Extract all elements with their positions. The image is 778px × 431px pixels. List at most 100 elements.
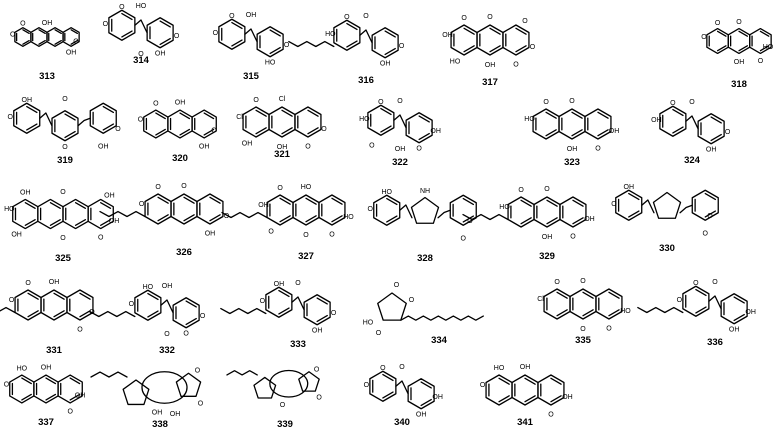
atom-label: O — [480, 382, 486, 389]
ring-benzene — [569, 288, 597, 320]
linker-bond — [395, 380, 409, 395]
compound-label: 318 — [731, 79, 747, 90]
atom-label: O — [543, 99, 549, 106]
atom-label: O — [409, 297, 415, 304]
atom-label: OH — [745, 309, 756, 316]
compound-label: 321 — [274, 149, 291, 160]
double-bond — [102, 105, 115, 114]
alkyl-chain — [0, 306, 16, 314]
ring-benzene — [559, 196, 587, 228]
atom-label: O — [677, 297, 683, 304]
compound-label: 335 — [575, 335, 592, 346]
atom-label: HO — [301, 184, 312, 191]
double-bond — [74, 219, 87, 226]
double-bond — [710, 116, 722, 124]
atom-label: O — [611, 201, 617, 208]
double-bond — [672, 108, 684, 117]
ring-benzene — [87, 198, 114, 230]
atom-label: OH — [562, 394, 573, 401]
atom-label: OH — [242, 140, 253, 147]
double-bond — [489, 45, 501, 53]
ring-benzene — [33, 374, 59, 404]
atom-label: OH — [175, 100, 186, 107]
ring-benzene — [170, 193, 198, 225]
ring-five — [175, 372, 202, 397]
ring-benzene — [584, 108, 612, 140]
atom-label: HO — [763, 44, 774, 51]
linker-bond — [708, 295, 722, 310]
double-bond — [346, 40, 358, 48]
linker-bond — [291, 296, 305, 311]
ring-benzene — [294, 106, 322, 138]
double-bond — [203, 128, 215, 136]
atom-label: OH — [432, 394, 443, 401]
atom-label: OH — [155, 50, 166, 57]
compound-label: 339 — [277, 419, 293, 430]
atom-label: Cl — [537, 296, 544, 303]
double-bond — [38, 29, 46, 35]
ring-benzene — [511, 374, 539, 406]
ring-five — [253, 376, 277, 399]
atom-label: O — [701, 34, 707, 41]
atom-label: O — [368, 206, 374, 213]
ring-benzene — [615, 189, 643, 221]
atom-label: O — [268, 228, 274, 235]
double-bond — [716, 45, 727, 52]
atom-label: O — [380, 365, 386, 372]
double-bond — [498, 395, 510, 403]
double-bond — [463, 27, 475, 35]
atom-label: O — [98, 235, 104, 242]
ring-benzene — [37, 198, 64, 230]
atom-label: O — [195, 368, 201, 375]
atom-label: O — [376, 330, 382, 337]
double-bond — [331, 215, 343, 223]
atom-label: OH — [567, 146, 578, 153]
linker-bond — [77, 117, 91, 127]
atom-label: Cl — [236, 114, 243, 121]
double-bond — [269, 46, 281, 55]
double-bond — [281, 109, 293, 117]
linker-bond — [641, 199, 655, 214]
atom-label: NH — [420, 188, 430, 195]
atom-label: O — [461, 15, 467, 22]
ring-benzene — [367, 104, 395, 136]
atom-label: O — [544, 186, 550, 193]
ring-benzene — [727, 27, 751, 55]
atom-label: O — [77, 326, 83, 333]
ring-benzene — [318, 194, 346, 226]
atom-label: OH — [312, 327, 323, 334]
atom-label: OH — [98, 143, 109, 150]
atom-label: O — [758, 58, 764, 65]
double-bond — [209, 214, 221, 222]
atom-label: O — [8, 114, 14, 121]
atom-label: O — [73, 39, 79, 46]
ring-benzene — [256, 26, 284, 58]
double-bond — [515, 45, 527, 53]
compound-label: 340 — [394, 417, 410, 428]
alkyl-chain — [400, 315, 484, 321]
double-bond — [463, 45, 475, 53]
atom-label: HO — [325, 31, 336, 38]
double-bond — [386, 197, 398, 206]
atom-label: O — [689, 99, 695, 106]
compound-label: 325 — [55, 253, 72, 264]
compound-label: 322 — [392, 157, 408, 168]
atom-label: O — [329, 231, 335, 238]
atom-label: O — [595, 145, 601, 152]
double-bond — [331, 197, 343, 205]
atom-label: O — [181, 183, 187, 190]
atom-label: O — [399, 43, 405, 50]
double-bond — [45, 393, 57, 401]
double-bond — [418, 115, 430, 123]
atom-label: O — [229, 13, 235, 20]
ring-benzene — [144, 193, 172, 225]
atom-label: O — [397, 98, 403, 105]
atom-label: O — [321, 126, 327, 133]
